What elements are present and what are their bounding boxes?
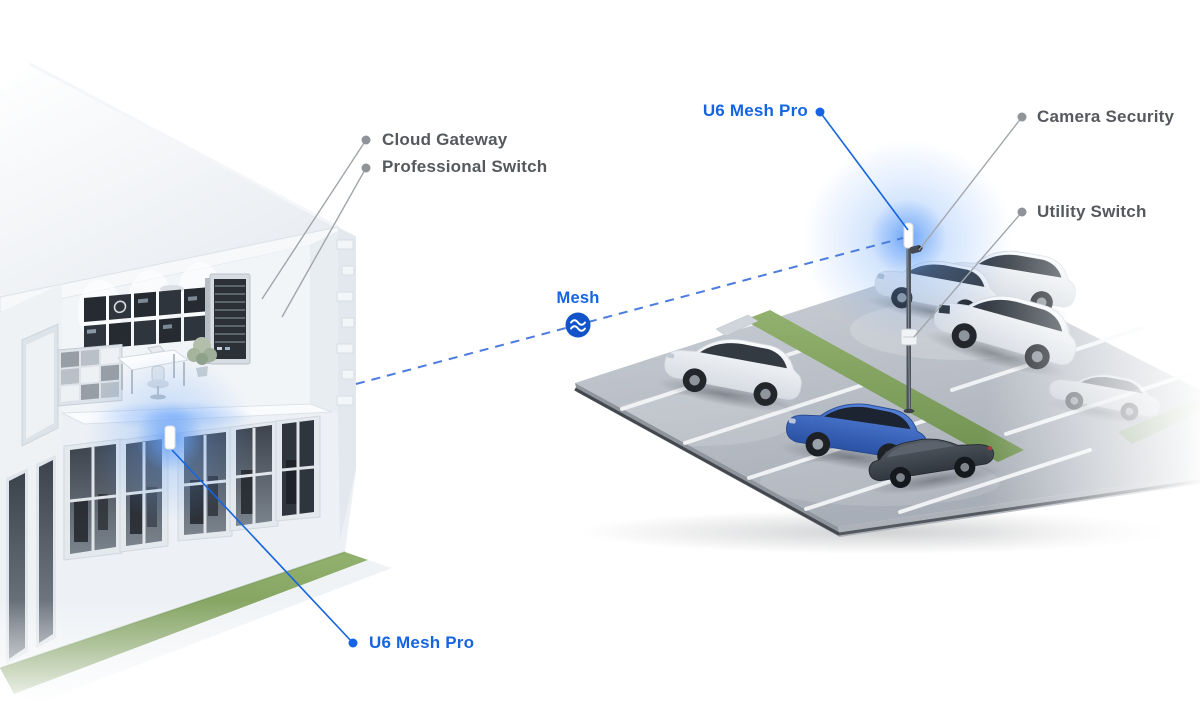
car-dark-coupe xyxy=(868,438,1002,495)
building-roof xyxy=(0,64,338,297)
car-white-suv-left xyxy=(656,338,802,412)
cloud-gateway-label: Cloud Gateway xyxy=(382,130,508,149)
professional-switch-label: Professional Switch xyxy=(382,157,548,176)
mesh-waves-icon xyxy=(570,319,586,332)
mesh-label: Mesh xyxy=(556,289,600,307)
cloud-gateway-dot xyxy=(361,135,371,145)
gray-leader-lines xyxy=(261,116,1023,338)
security-monitor-wall xyxy=(84,287,206,350)
camera-security-label: Camera Security xyxy=(1037,107,1175,126)
camera-security-line xyxy=(918,116,1023,251)
u6-mesh-pro-device-indoor xyxy=(164,425,176,450)
u6-mesh-pro-device-outdoor xyxy=(903,222,914,249)
roof-ridge xyxy=(29,62,339,229)
mesh-link-line xyxy=(355,237,904,385)
pole-highlight xyxy=(907,229,910,411)
u6-indoor-dot xyxy=(348,638,358,648)
light-pole-assembly xyxy=(803,140,1013,414)
median-grass-strip xyxy=(744,310,1024,462)
callout-dots xyxy=(348,107,1027,648)
utility-switch-line xyxy=(913,211,1023,338)
utility-switch-label: Utility Switch xyxy=(1037,202,1147,221)
pole-base xyxy=(903,408,915,414)
window xyxy=(275,415,321,522)
bottom-fade xyxy=(0,600,1200,702)
u6-mesh-pro-outdoor-label: U6 Mesh Pro xyxy=(702,101,808,120)
professional-switch-line xyxy=(281,167,367,318)
mesh-badge xyxy=(565,312,591,338)
utility-switch-dot xyxy=(1017,207,1027,217)
connectors xyxy=(171,107,1027,648)
room-right-wall xyxy=(310,231,338,414)
lot-edge-dark xyxy=(574,387,840,536)
parking-lot xyxy=(574,140,1200,554)
u6-outdoor-line xyxy=(819,111,909,231)
corner-quoins xyxy=(336,228,356,540)
u6-mesh-pro-indoor-label: U6 Mesh Pro xyxy=(369,633,475,652)
cloud-gateway-line xyxy=(261,139,367,300)
right-fade xyxy=(985,0,1200,702)
professional-switch-dot xyxy=(361,163,371,173)
u6-indoor-line xyxy=(171,449,354,644)
median-curb xyxy=(715,314,759,337)
server-rack xyxy=(205,273,251,365)
u6-outdoor-dot xyxy=(815,107,825,117)
camera-security-dot xyxy=(1017,112,1027,122)
blue-leader-lines xyxy=(171,111,909,644)
